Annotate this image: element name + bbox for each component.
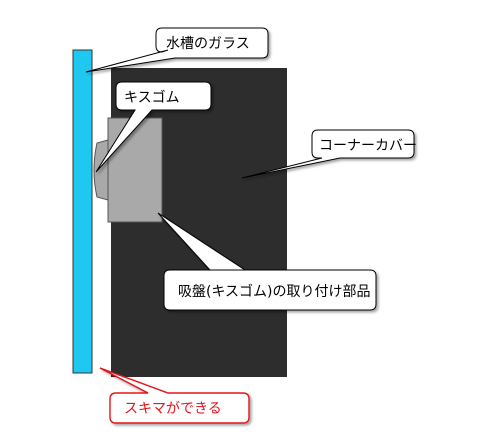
callout-mount-part <box>157 212 377 311</box>
mount-part-block <box>107 117 163 223</box>
callout-corner-cover <box>241 129 415 179</box>
label-corner-cover: コーナーカバー <box>319 138 417 154</box>
label-gap-warning: スキマができる <box>124 401 222 417</box>
aquarium-glass-bar <box>72 49 93 374</box>
label-glass: 水槽のガラス <box>166 36 250 52</box>
callout-glass <box>85 27 269 73</box>
suction-cup-shape <box>93 139 109 201</box>
label-mount-part: 吸盤(キスゴム)の取り付け部品 <box>178 283 371 300</box>
label-suction-cup: キスゴム <box>124 89 180 106</box>
callout-gap-warning <box>99 367 250 424</box>
callout-suction-cup <box>95 81 212 173</box>
